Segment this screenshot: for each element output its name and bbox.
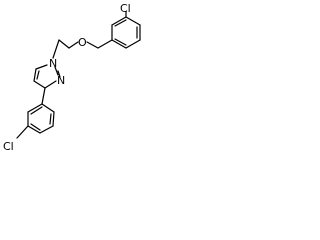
pyrazole-ring [33,64,61,89]
atom-label-cl-bottom: Cl [3,140,14,153]
molecule-structure: Cl O N N Cl [3,2,141,153]
atom-label-o: O [78,36,87,49]
chlorobenzene-ring-bottom [27,103,55,134]
bond-ch2-n1 [52,39,60,59]
bond-ring-cl-bottom [16,125,29,139]
bond-ring-ch2 [97,39,113,49]
atom-label-n2: N [57,74,65,87]
bond-ch2-ch2 [58,39,70,49]
chlorobenzene-ring-top [111,16,141,49]
bond-pyrazole-phenyl [41,87,46,105]
atom-label-cl-top: Cl [120,2,131,15]
bond-ch2-o [86,41,99,49]
atom-label-n1: N [49,57,57,70]
bond-o-ch2 [68,41,79,49]
